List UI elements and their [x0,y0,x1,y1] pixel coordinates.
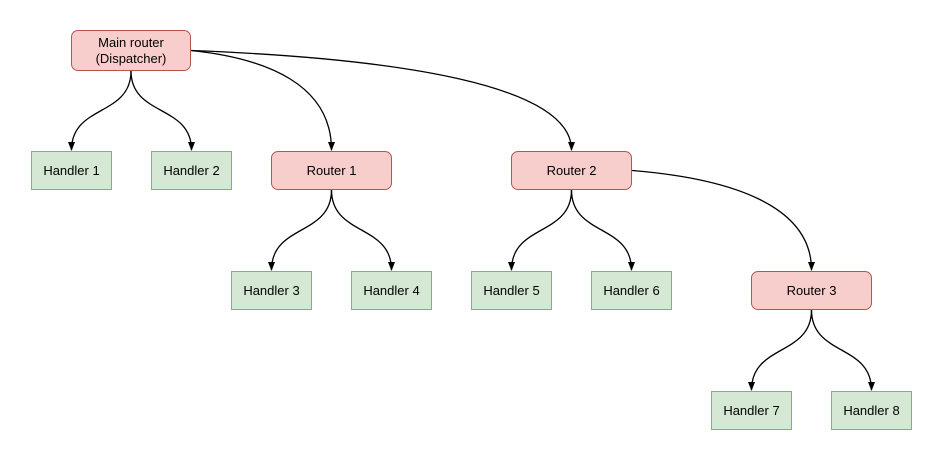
edge-main-router-to-router-2 [190,49,575,151]
node-label-handler-3: Handler 3 [243,282,300,298]
node-label-handler-4: Handler 4 [363,282,420,298]
node-label-handler-5: Handler 5 [483,282,540,298]
node-label-router-1: Router 1 [306,162,357,178]
node-handler-3: Handler 3 [231,271,312,310]
node-main-router: Main router (Dispatcher) [71,30,191,71]
node-handler-5: Handler 5 [471,271,552,310]
edge-router-3-to-handler-8 [810,309,875,391]
node-label-router-3: Router 3 [786,282,837,298]
node-label-handler-2: Handler 2 [163,162,220,178]
node-handler-6: Handler 6 [591,271,672,310]
node-label-router-2: Router 2 [546,162,597,178]
edge-router-2-to-router-3 [631,169,815,271]
node-handler-8: Handler 8 [831,391,912,430]
node-router-1: Router 1 [271,151,392,190]
node-handler-2: Handler 2 [151,151,232,190]
node-handler-7: Handler 7 [711,391,792,430]
edge-main-router-to-handler-2 [130,70,195,151]
edge-main-router-to-handler-1 [68,70,132,151]
node-handler-4: Handler 4 [351,271,432,310]
node-label-handler-8: Handler 8 [843,402,900,418]
node-handler-1: Handler 1 [31,151,112,190]
edge-router-1-to-handler-4 [330,189,395,271]
node-router-3: Router 3 [751,271,872,310]
edge-router-2-to-handler-5 [508,189,573,271]
node-router-2: Router 2 [511,151,632,190]
node-label-handler-6: Handler 6 [603,282,660,298]
node-label-main-router: Main router (Dispatcher) [95,34,167,66]
node-label-handler-7: Handler 7 [723,402,780,418]
edge-router-1-to-handler-3 [268,189,333,271]
edge-router-3-to-handler-7 [748,309,813,391]
node-label-handler-1: Handler 1 [43,162,100,178]
edge-router-2-to-handler-6 [570,189,635,271]
edge-main-router-to-router-1 [190,49,335,151]
